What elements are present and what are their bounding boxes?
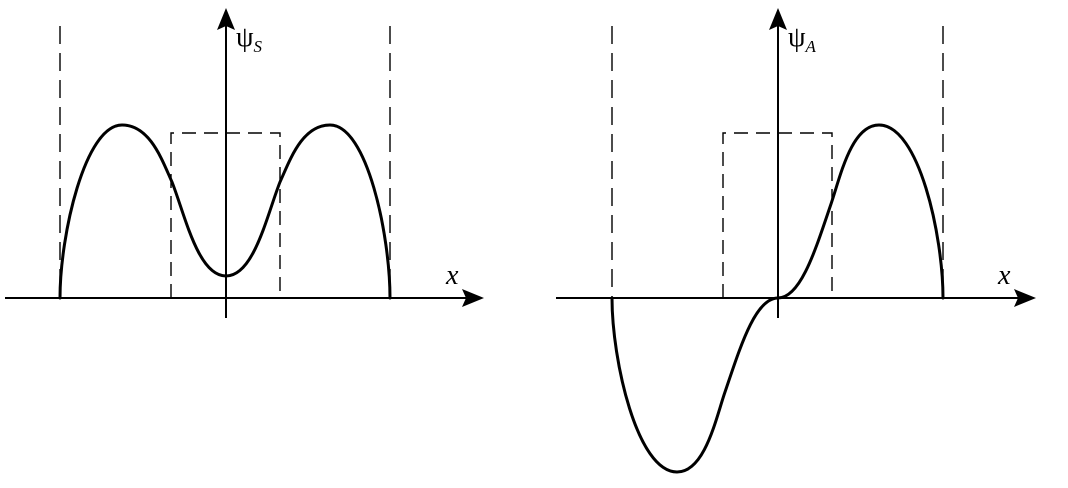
antisymmetric-panel: ψA x [556,8,1036,474]
psi-s-subscript: S [254,37,263,56]
symmetric-panel: ψS x [5,8,484,318]
psi-axis-arrow-icon [217,8,235,30]
central-barrier [722,132,833,298]
x-axis-arrow-icon [462,289,484,307]
central-barrier [170,132,281,298]
psi-a-subscript: A [805,37,817,56]
x-axis-arrow-icon [1014,289,1036,307]
x-axis-label-symmetric: x [445,260,459,291]
antisymmetric-wavefunction-curve [610,123,945,474]
psi-s-label: ψS [236,22,263,56]
psi-axis-arrow-icon [769,8,787,30]
psi-a-label: ψA [788,22,817,56]
symmetric-wavefunction-curve [58,123,392,300]
x-axis-label-antisymmetric: x [997,260,1011,291]
